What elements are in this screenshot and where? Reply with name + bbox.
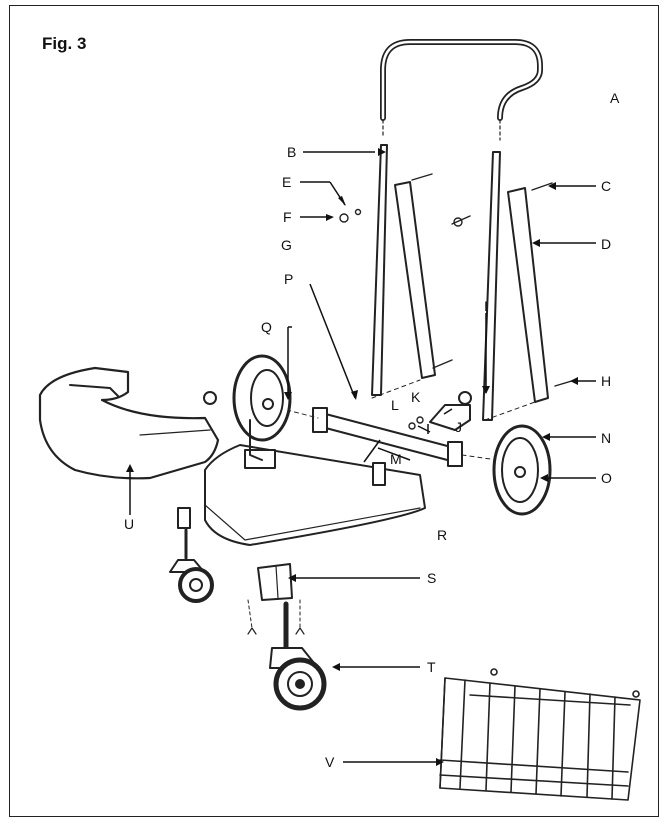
label-o: O — [601, 470, 612, 486]
label-r: R — [437, 527, 448, 543]
caster-plate-part-s — [257, 563, 293, 601]
base-frame-part-r — [204, 444, 426, 546]
rear-leg-left — [394, 181, 436, 379]
tray-part-u — [38, 366, 220, 480]
label-a: A — [610, 90, 620, 106]
label-k: K — [411, 389, 421, 405]
figure-title: Fig. 3 — [42, 34, 87, 53]
label-v: V — [325, 754, 335, 770]
label-i: I — [484, 298, 488, 314]
label-j: J — [455, 419, 462, 435]
label-u: U — [124, 516, 135, 532]
label-g: G — [281, 237, 292, 253]
label-n: N — [601, 430, 612, 446]
label-c: C — [601, 178, 612, 194]
label-e: E — [282, 174, 292, 190]
label-p: P — [284, 271, 294, 287]
basket-part-v — [439, 668, 641, 801]
rear-leg-part-d — [507, 187, 549, 403]
label-t: T — [427, 659, 436, 675]
label-b: B — [287, 144, 297, 160]
label-h: H — [601, 373, 612, 389]
label-q: Q — [261, 319, 272, 335]
bracket-part-j — [429, 404, 471, 431]
label-d: D — [601, 236, 612, 252]
label-m: M — [390, 451, 402, 467]
label-f: F — [283, 209, 292, 225]
label-l: L — [391, 397, 399, 413]
upright-part-b — [371, 144, 388, 396]
wheel-left — [232, 354, 292, 442]
handle-part-a — [380, 39, 543, 121]
caster-wheel-left — [178, 567, 214, 603]
label-s: S — [427, 570, 437, 586]
